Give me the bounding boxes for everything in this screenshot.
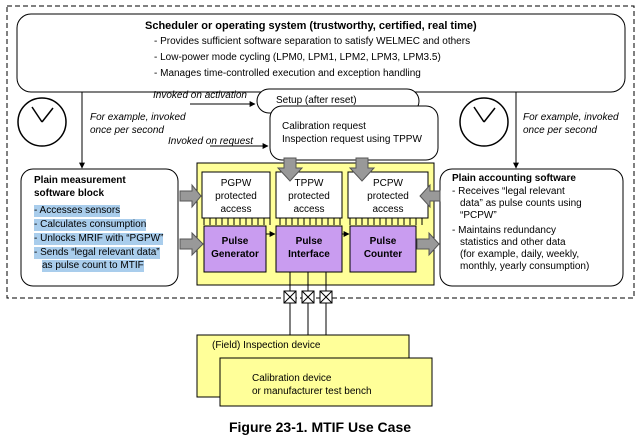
clock-icon-right	[459, 97, 509, 147]
scheduler-item-1: - Provides sufficient software separatio…	[154, 36, 471, 47]
calibration-device	[219, 357, 433, 407]
measurement-item-1: - Accesses sensors	[34, 205, 121, 217]
pcpw-label-1: PCPW	[373, 178, 403, 189]
io-switch-3	[319, 290, 333, 304]
accounting-item-5: statistics and other data	[460, 237, 566, 248]
setup-label: Setup (after reset)	[276, 95, 357, 106]
measurement-item-5: as pulse count to MTIF	[42, 260, 144, 272]
right-note-line-2: once per second	[523, 125, 597, 136]
gray-arrow-counter-accounting	[416, 231, 440, 257]
scheduler-item-2: - Low-power mode cycling (LPM0, LPM1, LP…	[154, 52, 441, 63]
pgpw-box	[201, 171, 271, 219]
gray-arrow-measurement-pgpw	[179, 183, 202, 209]
measurement-item-2: - Calculates consumption	[34, 219, 147, 231]
calib-device-line-1: Calibration device	[252, 373, 332, 384]
clock-icon-left	[17, 97, 67, 147]
pgpw-label-2: protected	[215, 191, 257, 202]
accounting-item-1: - Receives “legal relevant	[452, 186, 565, 197]
calib-device-line-2: or manufacturer test bench	[252, 386, 372, 397]
pulse-generator-label-2: Generator	[211, 249, 259, 260]
pcpw-label-3: access	[372, 204, 404, 215]
accounting-item-7: monthly, yearly consumption)	[460, 261, 590, 272]
accounting-title: Plain accounting software	[452, 173, 576, 184]
pulse-counter-label-1: Pulse	[369, 236, 397, 247]
pulse-interface-box	[275, 225, 343, 273]
gray-arrow-calibration-pcpw	[348, 157, 376, 182]
figure-caption: Figure 23-1. MTIF Use Case	[228, 419, 412, 435]
tppw-label-2: protected	[288, 191, 330, 202]
accounting-block	[439, 168, 624, 287]
pgpw-label-3: access	[220, 204, 252, 215]
field-device-label: (Field) Inspection device	[212, 340, 321, 351]
pulse-counter-box	[349, 225, 417, 273]
calibration-line-1: Calibration request	[282, 121, 366, 132]
pulse-counter-label-2: Counter	[363, 249, 403, 260]
accounting-item-2: data” as pulse counts using	[460, 198, 582, 209]
invoked-activation-label: Invoked on activation	[153, 90, 247, 101]
scheduler-item-3: - Manages time-controlled execution and …	[154, 68, 421, 79]
pulse-interface-label-2: Interface	[288, 249, 330, 260]
io-switch-1	[283, 290, 297, 304]
tppw-label-1: TPPW	[294, 178, 324, 189]
scheduler-title: Scheduler or operating system (trustwort…	[145, 20, 477, 32]
gray-arrow-measurement-generator	[179, 231, 204, 257]
gray-arrow-calibration-tppw	[276, 157, 304, 182]
invoked-request-label: Invoked on request	[168, 136, 254, 147]
io-switch-2	[301, 290, 315, 304]
measurement-title-1: Plain measurement	[34, 175, 126, 186]
calibration-box	[269, 105, 439, 161]
io-lines	[289, 272, 327, 335]
accounting-item-3: “PCPW”	[460, 210, 497, 221]
right-note-line-1: For example, invoked	[523, 112, 619, 123]
pgpw-label-1: PGPW	[220, 178, 252, 189]
pulse-interface-label-1: Pulse	[295, 236, 323, 247]
accounting-item-6: (for example, daily, weekly,	[460, 249, 580, 260]
pin-ticks	[203, 218, 423, 225]
pulse-generator-box	[203, 225, 267, 273]
tppw-box	[275, 171, 343, 219]
measurement-item-3: - Unlocks MRIF with “PGPW”	[34, 233, 164, 245]
pulse-generator-label-1: Pulse	[221, 236, 249, 247]
pcpw-label-2: protected	[367, 191, 409, 202]
measurement-item-4: - Sends “legal relevant data”	[34, 247, 160, 259]
calibration-line-2: Inspection request using TPPW	[282, 134, 422, 145]
left-note-line-2: once per second	[90, 125, 164, 136]
gray-arrow-pcpw-accounting	[419, 183, 441, 209]
left-note-line-1: For example, invoked	[90, 112, 186, 123]
measurement-title-2: software block	[34, 188, 105, 199]
accounting-item-4: - Maintains redundancy	[452, 225, 556, 236]
tppw-label-3: access	[293, 204, 325, 215]
